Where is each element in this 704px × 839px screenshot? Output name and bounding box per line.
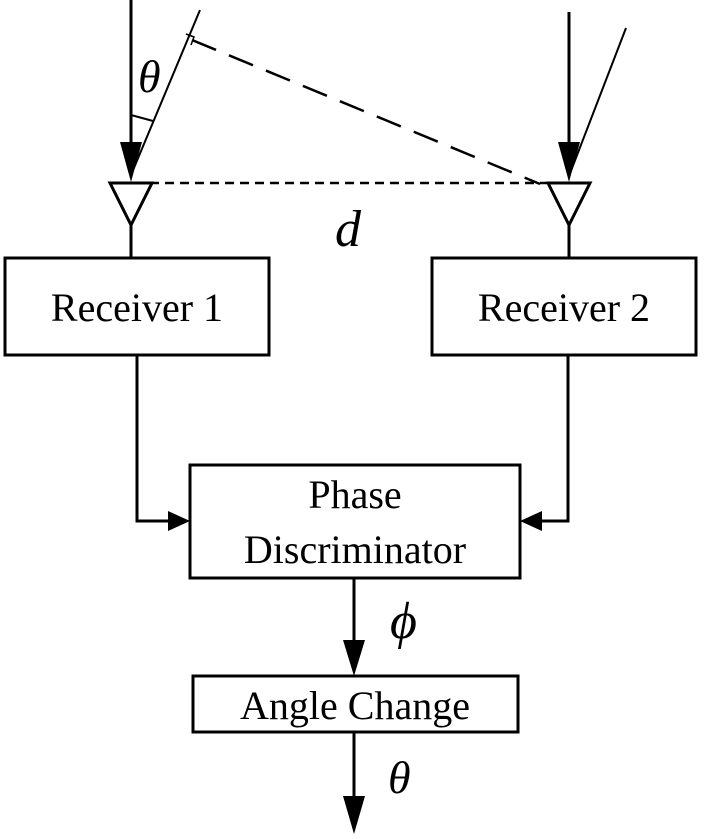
antenna-1 [107,181,155,258]
receiver-1-label: Receiver 1 [51,285,223,330]
output-arrow [343,796,365,834]
phase-symbol: ϕ [390,593,417,650]
wire-receiver-2-to-discriminator [540,355,570,523]
wire-receiver-1-to-discriminator [135,355,170,523]
path-difference-line [191,38,541,186]
angle-change-block: Angle Change [191,674,520,734]
slanted-ray-2 [568,27,627,177]
angle-change-label: Angle Change [240,683,470,728]
incident-wave-1 [120,0,142,182]
right-angle-mark [185,33,195,46]
receiver-1-block: Receiver 1 [3,256,271,357]
receiver-2-block: Receiver 2 [430,256,698,357]
theta-output-symbol: θ [388,752,411,803]
arrow-into-discriminator-left [168,511,190,531]
phase-discriminator-label-line1: Phase [308,472,401,517]
distance-symbol: d [335,201,362,258]
arrow-into-discriminator-right [520,511,542,531]
slanted-ray-1 [130,9,201,176]
phase-discriminator-block: Phase Discriminator [188,463,522,580]
theta-top-symbol: θ [138,51,161,102]
antenna-2 [545,181,593,258]
receiver-2-label: Receiver 2 [478,285,650,330]
phase-discriminator-label-line2: Discriminator [244,527,466,572]
incident-wave-2 [558,12,580,182]
theta-arc [130,114,154,122]
arrow-into-angle-change [343,640,365,676]
